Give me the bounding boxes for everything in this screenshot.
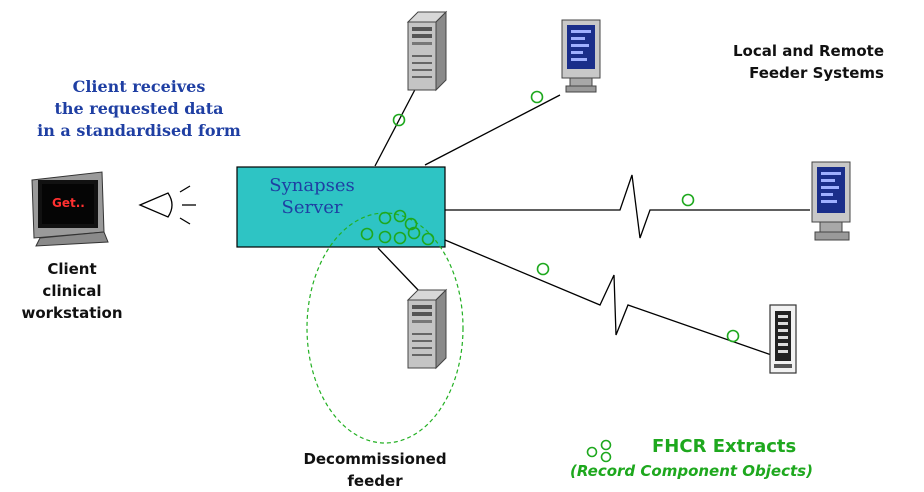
client-label-line: workstation (21, 304, 123, 322)
client-receives-caption: Client receives the requested data in a … (14, 76, 264, 142)
line-to-monitor-right (445, 174, 810, 239)
client-label-line: clinical (42, 282, 102, 300)
server-label-line: Server (281, 197, 343, 218)
line-to-decommissioned (377, 247, 421, 293)
tower-server-top-icon (406, 10, 448, 92)
server-label-line: Synapses (269, 175, 355, 196)
feeder-monitor-right-icon (811, 161, 851, 241)
feeders-caption: Local and Remote Feeder Systems (704, 40, 884, 84)
extract-circle (404, 217, 418, 231)
client-workstation-icon (31, 171, 109, 247)
extract-circle (536, 262, 550, 276)
extract-circle (393, 209, 407, 223)
client-screen-text: Get.. (52, 196, 85, 210)
caption-line: in a standardised form (37, 121, 241, 140)
extract-circle (681, 193, 695, 207)
extract-circle (360, 227, 374, 241)
legend-subtitle: (Record Component Objects) (570, 462, 813, 480)
line-to-rack-server (444, 239, 781, 359)
rack-server-icon (769, 304, 797, 374)
client-label-line: Client (47, 260, 97, 278)
client-label: Client clinical workstation (12, 258, 132, 324)
server-label: Synapses Server (237, 175, 387, 219)
line-to-top-server (374, 79, 421, 167)
legend-title: FHCR Extracts (652, 436, 797, 457)
caption-line: Client receives (72, 77, 206, 96)
decommissioned-label-line: Decommissioned (303, 450, 447, 468)
extract-circle (378, 211, 392, 225)
connection-lines (374, 79, 810, 359)
extract-circle (530, 90, 544, 104)
eye-icon (138, 185, 196, 225)
extract-circle (726, 329, 740, 343)
line-to-monitor-top (424, 94, 561, 166)
feeder-monitor-top-icon (561, 19, 601, 93)
extract-circle (393, 231, 407, 245)
extract-circle (392, 113, 406, 127)
caption-line: the requested data (54, 99, 224, 118)
caption-line: Local and Remote (732, 42, 884, 60)
fhcr-extract-markers (360, 90, 740, 343)
legend-icon (586, 439, 612, 463)
caption-line: Feeder Systems (749, 64, 884, 82)
extract-circle (421, 232, 435, 246)
decommissioned-label-line: feeder (347, 472, 403, 490)
decommissioned-label: Decommissioned feeder (270, 448, 480, 492)
extract-circle (378, 230, 392, 244)
decommissioned-tower-server-icon (406, 288, 448, 370)
extract-circle (407, 226, 421, 240)
